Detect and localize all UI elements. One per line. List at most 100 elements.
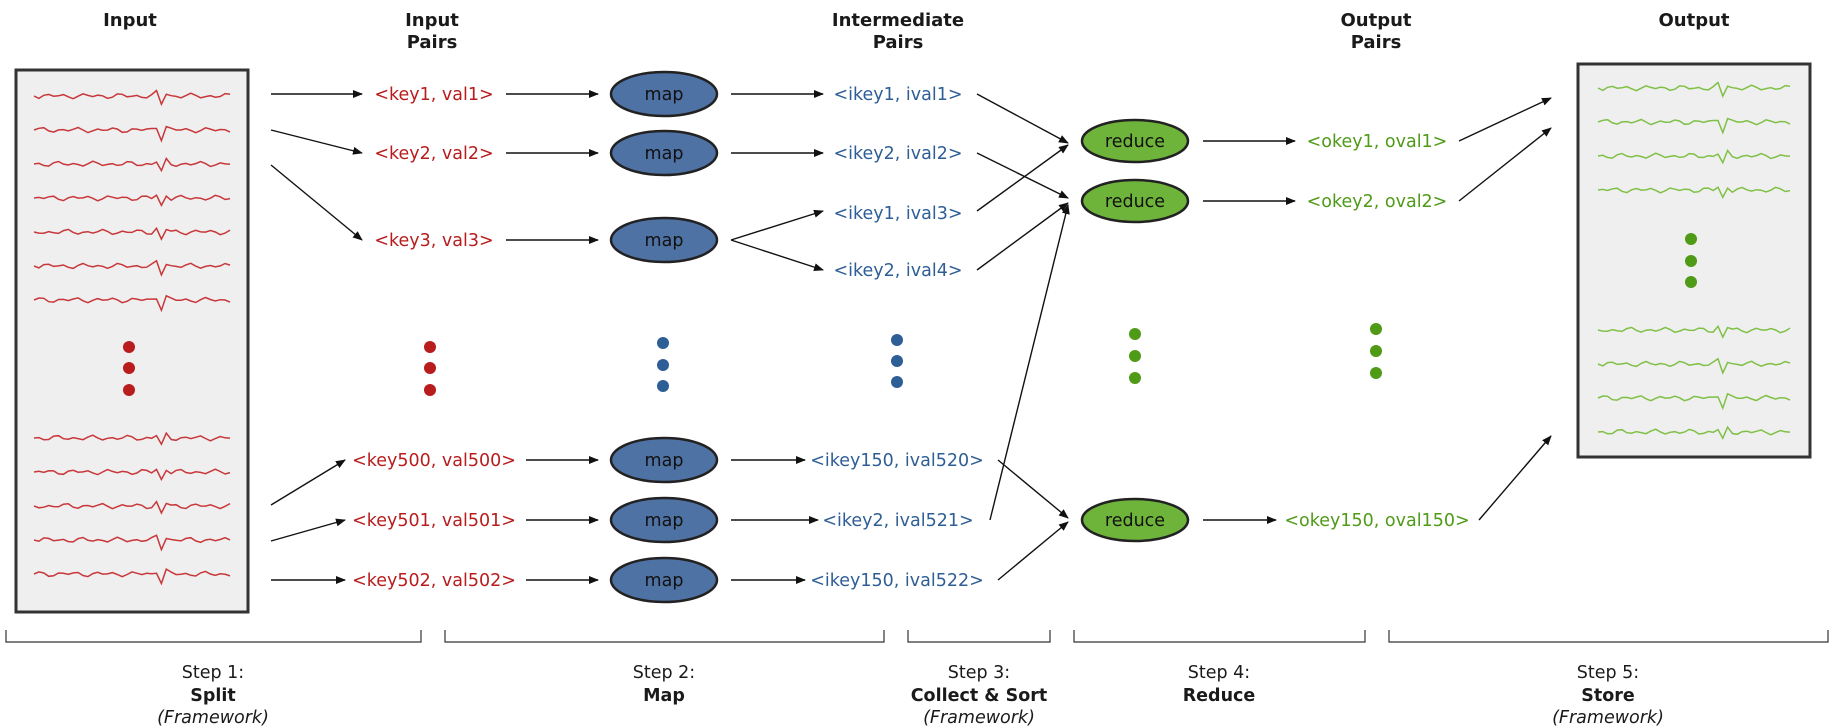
- text-line: [1597, 357, 1791, 375]
- arrow: [270, 164, 363, 241]
- reduce-node: reduce: [1080, 118, 1190, 164]
- step-brackets: [5, 630, 1829, 643]
- arrow: [989, 204, 1070, 521]
- output-pair: <okey1, oval1>: [1307, 132, 1448, 152]
- text-line: [1597, 186, 1791, 199]
- step-label: Step 5:: [1577, 663, 1639, 683]
- map-node: map: [609, 436, 719, 484]
- text-line: [1597, 149, 1791, 165]
- arrow: [1458, 97, 1552, 142]
- arrow: [976, 152, 1069, 199]
- step-label: Step 2:: [633, 663, 695, 683]
- step-label: Step 4:: [1188, 663, 1250, 683]
- header-intermediate-line2: Pairs: [873, 32, 924, 53]
- output-pair: <okey150, oval150>: [1284, 511, 1469, 531]
- step-name: Reduce: [1183, 686, 1256, 706]
- text-line: [1597, 81, 1791, 99]
- arrow: [976, 202, 1069, 271]
- map-label: map: [645, 511, 684, 531]
- arrow: [997, 459, 1069, 519]
- text-line: [33, 468, 231, 482]
- map-label: map: [645, 451, 684, 471]
- step-3-caption: Step 3: Collect & Sort (Framework): [911, 663, 1048, 726]
- step-2-bracket: [444, 630, 885, 643]
- input-pair: <key3, val3>: [374, 231, 493, 251]
- reduce-ellipsis: [1129, 328, 1141, 384]
- step-name: Split: [190, 686, 236, 706]
- input-document: [14, 68, 250, 614]
- arrow: [976, 93, 1069, 144]
- input-ellipsis: [123, 341, 135, 396]
- header-output-pairs-line1: Output: [1340, 10, 1411, 31]
- output-pairs: <okey1, oval1> <okey2, oval2> <okey150, …: [1284, 132, 1469, 531]
- text-line: [33, 125, 231, 143]
- arrow: [976, 144, 1069, 212]
- step-3-bracket: [907, 630, 1051, 643]
- step-note: (Framework): [1552, 708, 1664, 726]
- text-line: [1597, 425, 1791, 440]
- step-name: Map: [643, 686, 685, 706]
- input-pair: <key501, val501>: [352, 511, 516, 531]
- step-4-bracket: [1073, 630, 1366, 643]
- reduce-label: reduce: [1105, 132, 1165, 152]
- reduce-node: reduce: [1080, 497, 1190, 543]
- intermediate-pair: <ikey2, ival2>: [833, 144, 962, 164]
- arrow: [1478, 435, 1552, 521]
- intermediate-pair: <ikey2, ival521>: [822, 511, 973, 531]
- arrow: [730, 239, 824, 272]
- map-node: map: [609, 70, 719, 118]
- map-nodes: map map map map map map: [609, 70, 719, 604]
- step-1-caption: Step 1: Split (Framework): [157, 663, 269, 726]
- intermediate-pair: <ikey1, ival3>: [833, 204, 962, 224]
- step-note: (Framework): [157, 708, 269, 726]
- text-line: [33, 157, 231, 173]
- step-captions: Step 1: Split (Framework) Step 2: Map St…: [157, 663, 1664, 726]
- intermediate-pair: <ikey150, ival520>: [810, 451, 984, 471]
- step-name: Store: [1581, 686, 1635, 706]
- step-label: Step 1:: [182, 663, 244, 683]
- step-1-bracket: [5, 630, 422, 643]
- reduce-label: reduce: [1105, 192, 1165, 212]
- output-pairs-ellipsis: [1370, 323, 1382, 379]
- text-line: [1597, 392, 1791, 411]
- map-label: map: [645, 571, 684, 591]
- intermediate-pairs: <ikey1, ival1> <ikey2, ival2> <ikey1, iv…: [810, 85, 984, 591]
- map-node: map: [609, 496, 719, 544]
- output-ellipsis: [1685, 233, 1697, 288]
- reduce-node: reduce: [1080, 178, 1190, 224]
- intermediate-ellipsis: [891, 334, 903, 388]
- output-pair: <okey2, oval2>: [1307, 192, 1448, 212]
- map-node: map: [609, 216, 719, 264]
- text-line: [1597, 324, 1791, 339]
- intermediate-pair: <ikey1, ival1>: [833, 85, 962, 105]
- output-text-lines: [1597, 81, 1791, 440]
- arrow: [997, 521, 1069, 581]
- step-5-bracket: [1388, 630, 1829, 643]
- map-ellipsis: [657, 337, 669, 392]
- intermediate-pair: <ikey2, ival4>: [833, 261, 962, 281]
- text-line: [33, 194, 231, 207]
- arrow: [1458, 127, 1552, 202]
- map-label: map: [645, 231, 684, 251]
- text-line: [33, 534, 231, 552]
- map-node: map: [609, 129, 719, 177]
- text-line: [33, 294, 231, 313]
- step-4-caption: Step 4: Reduce: [1183, 663, 1256, 706]
- input-text-lines: [33, 89, 231, 586]
- reduce-label: reduce: [1105, 511, 1165, 531]
- header-intermediate-line1: Intermediate: [832, 10, 964, 31]
- header-input-pairs-line2: Pairs: [407, 32, 458, 53]
- input-pairs-ellipsis: [424, 341, 436, 396]
- input-pair: <key2, val2>: [374, 144, 493, 164]
- arrow: [270, 129, 363, 155]
- arrow: [270, 518, 346, 542]
- text-line: [33, 89, 231, 107]
- text-line: [33, 431, 231, 446]
- text-line: [33, 500, 231, 515]
- map-label: map: [645, 85, 684, 105]
- intermediate-pair: <ikey150, ival522>: [810, 571, 984, 591]
- header-input: Input: [103, 10, 157, 31]
- flow-arrows: [270, 90, 1552, 584]
- input-pair: <key502, val502>: [352, 571, 516, 591]
- header-output: Output: [1658, 10, 1729, 31]
